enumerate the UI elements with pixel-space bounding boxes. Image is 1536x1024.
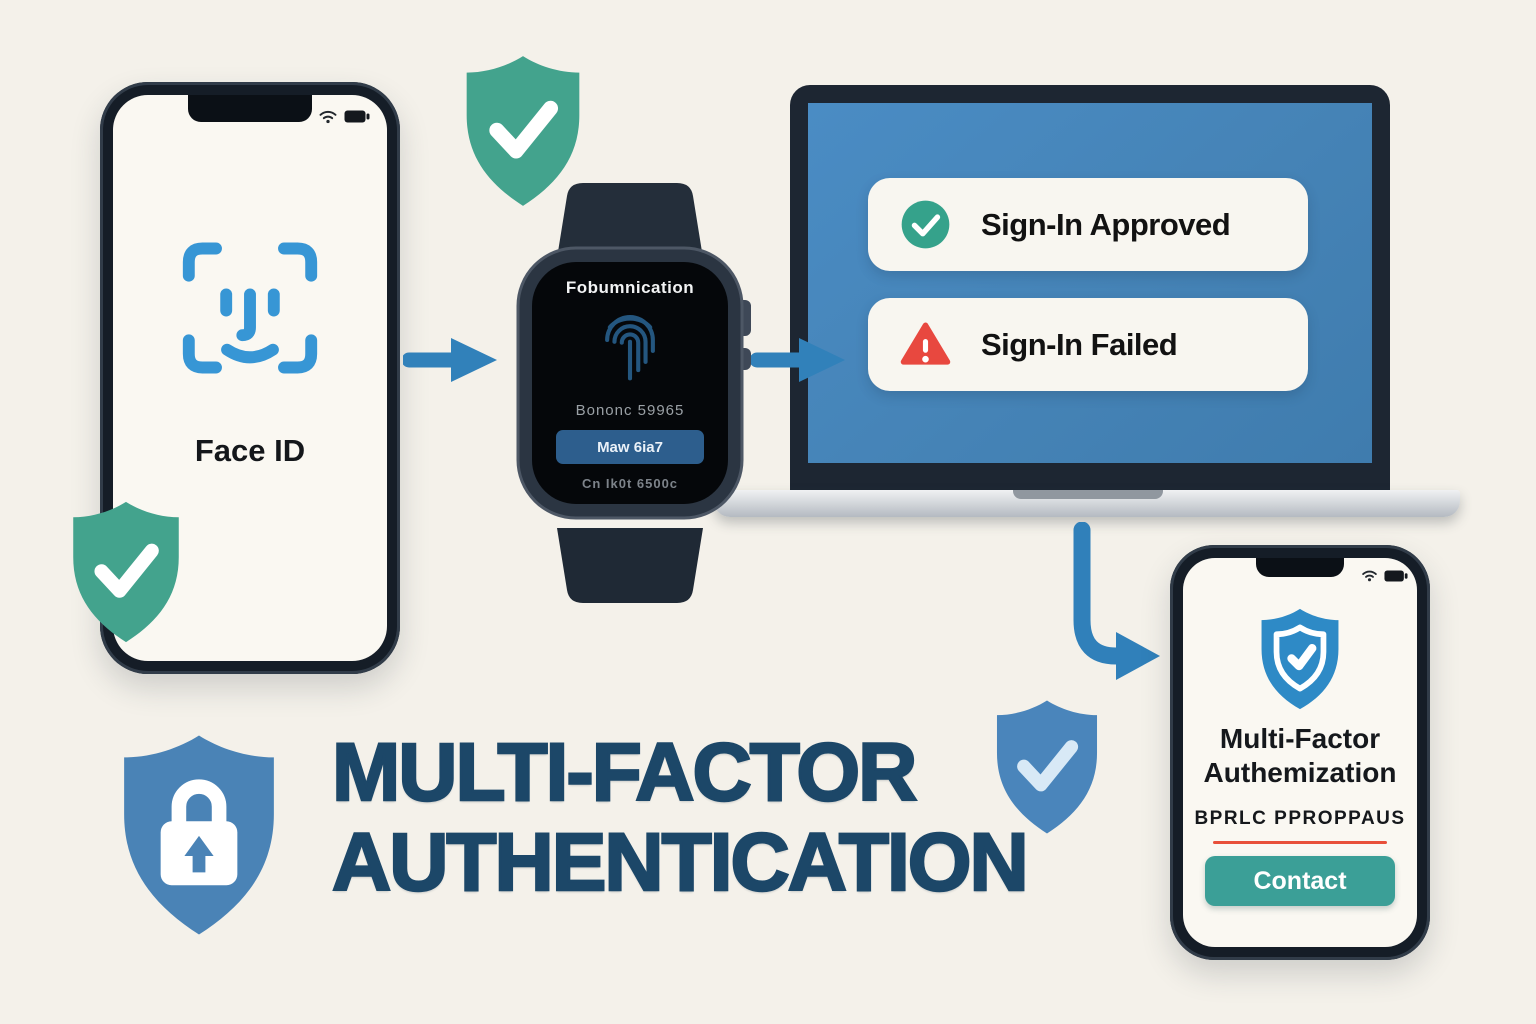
- statusbar: [318, 109, 370, 124]
- phone-mfa-screen: Multi-Factor Authemization BPRLC PPROPPA…: [1183, 558, 1417, 947]
- arrow-right-icon: [750, 330, 852, 390]
- fingerprint-icon: [605, 315, 655, 381]
- wifi-icon: [1362, 570, 1377, 582]
- mfa-heading-line2: Authemization: [1203, 757, 1397, 788]
- battery-icon: [344, 110, 370, 123]
- main-title-line1: MULTI-FACTOR: [331, 726, 919, 819]
- laptop-base-notch: [1013, 490, 1163, 499]
- notification-sign-in-approved[interactable]: Sign-In Approved: [868, 178, 1308, 271]
- laptop: [790, 85, 1390, 490]
- main-title-line2: AUTHENTICATION: [331, 816, 1030, 909]
- subtext-underline: [1213, 841, 1387, 844]
- contact-button[interactable]: Contact: [1205, 856, 1395, 906]
- laptop-base: [714, 490, 1460, 517]
- arrow-down-right-icon: [1073, 522, 1160, 680]
- wifi-icon: [319, 110, 337, 124]
- phone-mfa: Multi-Factor Authemization BPRLC PPROPPA…: [1170, 545, 1430, 960]
- notification-label: Sign-In Approved: [981, 206, 1231, 242]
- shield-check-badge-icon: [1261, 608, 1339, 710]
- face-id-icon: [182, 242, 318, 374]
- check-circle-icon: [901, 200, 950, 249]
- shield-check-icon: [60, 498, 192, 646]
- phone-notch: [188, 95, 312, 122]
- laptop-screen: [808, 103, 1372, 463]
- shield-lock-icon: [124, 735, 274, 935]
- battery-icon: [1384, 569, 1408, 582]
- statusbar: [1361, 569, 1408, 582]
- face-id-label: Face ID: [194, 433, 306, 468]
- arrow-right-icon: [402, 330, 504, 390]
- watch-action-button[interactable]: Maw 6ia7: [556, 430, 704, 464]
- watch-footer-text: Cn Ik0t 6500c: [581, 476, 679, 491]
- warning-triangle-icon: [900, 322, 951, 365]
- notification-label: Sign-In Failed: [981, 326, 1178, 362]
- smartwatch: Fobumnication Bononc 59965 Maw 6ia7 Cn I…: [505, 178, 755, 608]
- mfa-subtext: BPRLC PPROPPAUS: [1194, 808, 1406, 829]
- phone-face-id: Face ID: [100, 82, 400, 674]
- mfa-heading-line1: Multi-Factor: [1219, 723, 1381, 754]
- watch-screen-title: Fobumnication: [565, 278, 695, 297]
- phone-notch: [1256, 558, 1344, 577]
- notification-sign-in-failed[interactable]: Sign-In Failed: [868, 298, 1308, 391]
- watch-code-text: Bononc 59965: [575, 402, 685, 419]
